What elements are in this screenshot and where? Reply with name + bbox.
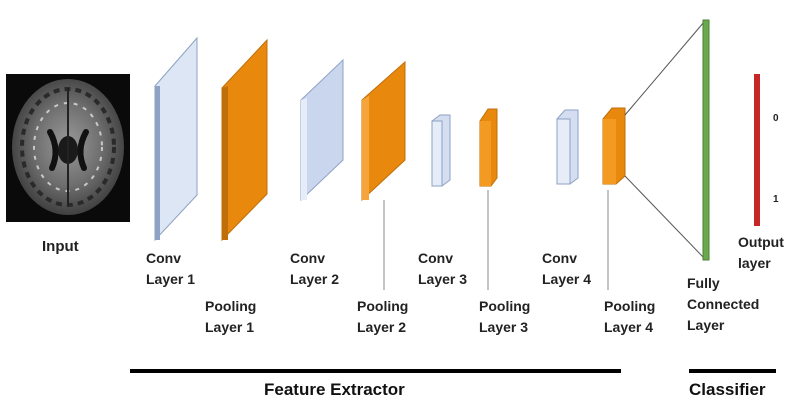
connection-line-top xyxy=(624,21,705,116)
pooling-layer-3-block xyxy=(479,108,498,187)
conv-layer-2-block xyxy=(300,58,344,202)
output-value-1: 1 xyxy=(773,194,779,205)
classifier-title: Classifier xyxy=(689,380,766,399)
classifier-line xyxy=(689,369,776,373)
input-image xyxy=(6,74,130,222)
pooling-layer-1-block xyxy=(221,38,268,242)
input-label: Input xyxy=(42,238,79,255)
feature-extractor-title: Feature Extractor xyxy=(264,380,405,399)
conv-layer-1-block xyxy=(154,36,198,242)
pooling-layer-4-block xyxy=(602,107,626,185)
conv-layer-3-block xyxy=(431,114,451,187)
conv-layer-4-block xyxy=(556,109,579,185)
fully-connected-bar xyxy=(702,19,710,261)
pooling-layer-2-block xyxy=(361,60,406,202)
output-bar xyxy=(754,74,760,226)
output-value-0: 0 xyxy=(773,113,779,124)
connection-line-bottom xyxy=(624,175,705,259)
feature-extractor-line xyxy=(130,369,621,373)
